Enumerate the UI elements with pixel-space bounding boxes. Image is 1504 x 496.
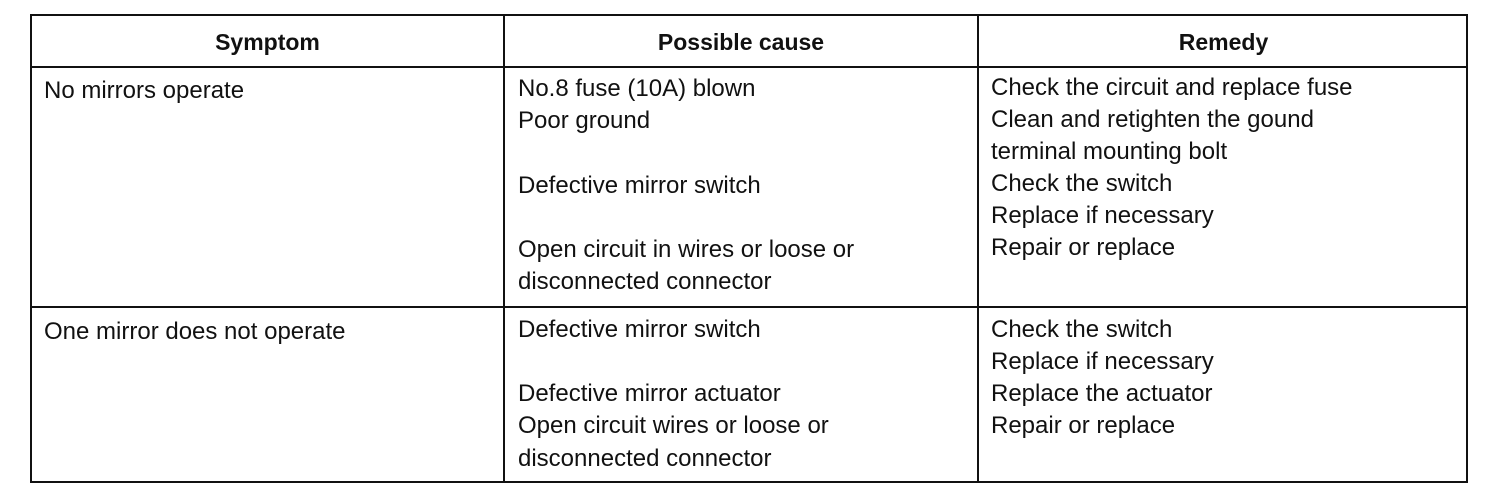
column-divider-1 xyxy=(503,16,505,481)
cell-line: Repair or replace xyxy=(991,234,1176,261)
cell-line: One mirror does not operate xyxy=(44,318,346,345)
cell-line: disconnected connector xyxy=(518,445,772,472)
cell-line: Open circuit in wires or loose or xyxy=(518,236,855,263)
header-possible-cause: Possible cause xyxy=(657,28,825,55)
header-divider xyxy=(32,66,1466,68)
cell-line: Open circuit wires or loose or xyxy=(518,412,829,439)
cell-line: terminal mounting bolt xyxy=(991,138,1228,165)
header-symptom: Symptom xyxy=(215,28,320,55)
cell-line: disconnected connector xyxy=(518,268,772,295)
cell-line: Defective mirror switch xyxy=(518,316,761,343)
cell-line: No.8 fuse (10A) blown xyxy=(518,75,756,102)
row-divider xyxy=(32,306,1466,308)
cell-line: Check the circuit and replace fuse xyxy=(991,74,1353,101)
cell-line: Defective mirror switch xyxy=(518,172,761,199)
cell-line: No mirrors operate xyxy=(44,77,245,104)
cell-line: Defective mirror actuator xyxy=(518,380,781,407)
cell-line: Replace if necessary xyxy=(991,348,1214,375)
cell-line: Repair or replace xyxy=(991,412,1176,439)
cell-line: Check the switch xyxy=(991,316,1173,343)
header-remedy: Remedy xyxy=(1178,28,1269,55)
column-divider-2 xyxy=(977,16,979,481)
cell-line: Clean and retighten the gound xyxy=(991,106,1314,133)
cell-line: Replace if necessary xyxy=(991,202,1214,229)
troubleshooting-table: Symptom Possible cause Remedy No mirrors… xyxy=(30,14,1468,483)
cell-line: Check the switch xyxy=(991,170,1173,197)
cell-line: Poor ground xyxy=(518,107,651,134)
cell-line: Replace the actuator xyxy=(991,380,1213,407)
